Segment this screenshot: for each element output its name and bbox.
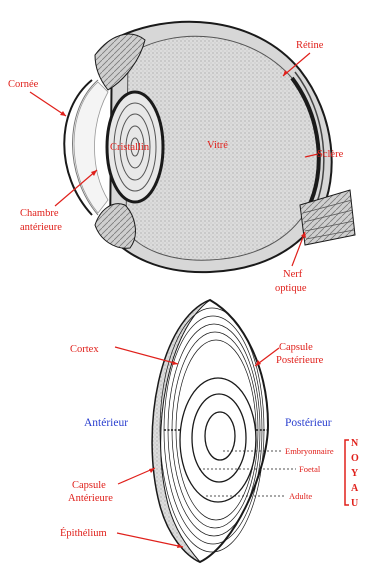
label-adult: Adulte (289, 491, 312, 501)
label-anterior: Antérieur (84, 417, 128, 429)
label-fetal: Foetal (299, 464, 321, 474)
label-optic-nerve-1: Nerf (283, 269, 303, 280)
label-anterior-capsule-1: Capsule (72, 480, 106, 491)
noyau-letter: A (351, 483, 359, 494)
label-cortex: Cortex (70, 344, 99, 355)
label-anterior-chamber-2: antérieure (20, 222, 62, 233)
label-vitreous: Vitré (207, 140, 228, 151)
label-optic-nerve-2: optique (275, 283, 307, 294)
label-lens: Cristallin (110, 142, 150, 153)
label-retina: Rétine (296, 40, 324, 51)
noyau-letter: N (351, 438, 359, 449)
label-anterior-capsule-2: Antérieure (68, 493, 113, 504)
noyau-letter: O (351, 453, 359, 464)
label-posterior: Postérieur (285, 417, 332, 429)
ciliary-body-lower (95, 204, 135, 249)
anterior-chamber (74, 82, 108, 213)
label-epithelium: Épithélium (60, 527, 107, 539)
noyau-bracket (345, 440, 349, 505)
label-sclera: Sclère (317, 149, 344, 160)
label-posterior-capsule-2: Postérieure (276, 355, 324, 366)
label-posterior-capsule-1: Capsule (279, 342, 313, 353)
label-anterior-chamber-1: Chambre (20, 208, 59, 219)
label-cornea: Cornée (8, 79, 39, 90)
lens-cross-section (152, 300, 268, 562)
label-embryonic: Embryonnaire (285, 446, 334, 456)
noyau-letter: U (351, 498, 358, 509)
noyau-letter: Y (351, 468, 359, 479)
